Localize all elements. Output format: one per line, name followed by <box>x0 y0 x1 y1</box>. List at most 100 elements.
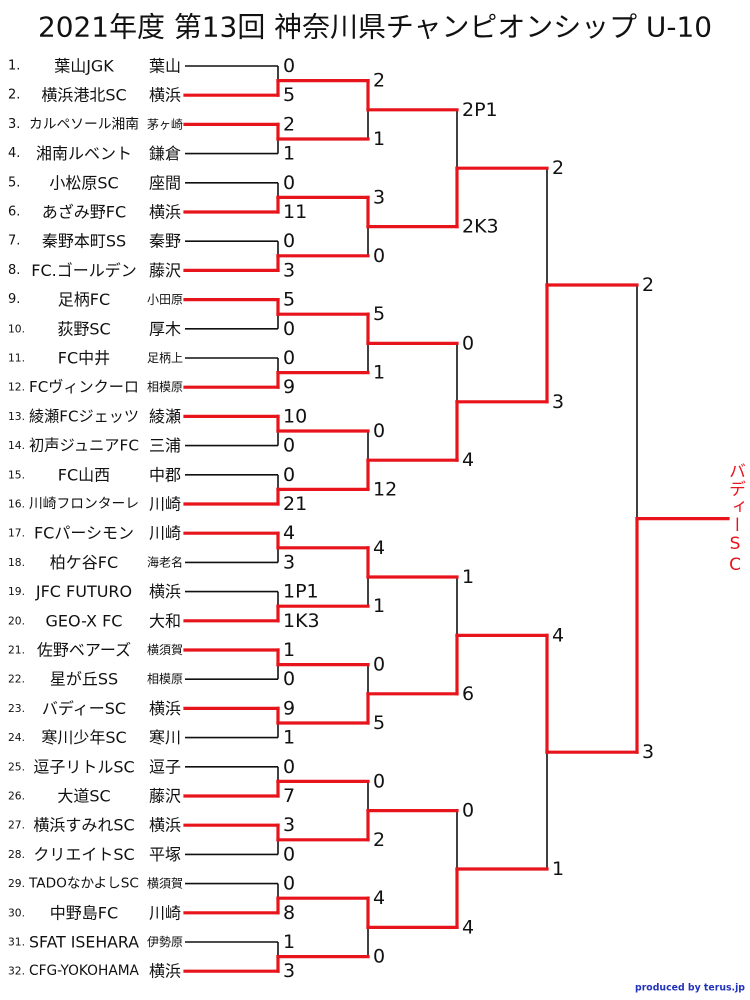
match-score: 0 <box>373 245 385 267</box>
match-score: 3 <box>373 186 385 208</box>
match-scores: 0521011035009100021431P11K31091073008132… <box>283 55 654 982</box>
team-number: 25. <box>8 760 25 773</box>
team-row: 8.FC.ゴールデン藤沢 <box>8 261 181 280</box>
match-score: 3 <box>283 960 295 982</box>
team-name: FCパーシモン <box>34 524 134 543</box>
team-number: 23. <box>8 702 25 715</box>
match-score: 5 <box>283 84 295 106</box>
match-score: 5 <box>373 303 385 325</box>
team-region: 横浜 <box>149 816 181 835</box>
match-score: 2 <box>642 274 654 296</box>
team-number: 1. <box>8 59 20 74</box>
team-region: 座間 <box>149 173 181 192</box>
team-region: 川崎 <box>149 495 181 514</box>
team-number: 19. <box>8 585 25 598</box>
team-number: 3. <box>8 117 20 132</box>
team-number: 22. <box>8 673 25 686</box>
team-region: 厚木 <box>149 319 181 338</box>
match-score: 0 <box>373 654 385 676</box>
team-row: 17.FCパーシモン川崎 <box>8 524 181 543</box>
match-score: 0 <box>373 770 385 792</box>
team-region: 秦野 <box>149 232 181 251</box>
team-row: 16.川崎フロンターレ川崎 <box>8 495 181 514</box>
team-name: バディーSC <box>42 699 126 718</box>
match-score: 0 <box>283 668 295 690</box>
team-name: CFG-YOKOHAMA <box>29 963 140 979</box>
team-number: 16. <box>8 498 25 511</box>
match-score: 4 <box>552 624 564 646</box>
match-score: 7 <box>283 785 295 807</box>
team-number: 18. <box>8 556 25 569</box>
team-number: 2. <box>8 88 20 103</box>
match-score: 9 <box>283 376 295 398</box>
team-region: 川崎 <box>149 903 181 922</box>
team-name: 荻野SC <box>57 319 110 338</box>
team-name: 綾瀬FCジェッツ <box>29 407 139 425</box>
team-region: 横須賀 <box>147 877 183 891</box>
team-number: 31. <box>8 936 25 949</box>
match-score: 8 <box>283 902 295 924</box>
team-number: 8. <box>8 263 20 278</box>
team-row: 21.佐野ベアーズ横須賀 <box>8 641 183 660</box>
team-region: 茅ヶ崎 <box>147 117 183 131</box>
match-score: 1 <box>373 128 385 150</box>
team-name: JFC FUTURO <box>35 582 132 601</box>
match-score: 3 <box>642 741 654 763</box>
team-name: FC.ゴールデン <box>31 261 136 280</box>
match-score: 3 <box>283 551 295 573</box>
team-number: 32. <box>8 965 25 978</box>
match-score: 0 <box>373 946 385 968</box>
team-name: SFAT ISEHARA <box>29 933 139 952</box>
match-score: 0 <box>283 55 295 77</box>
team-name: 足柄FC <box>58 290 110 309</box>
team-number: 7. <box>8 234 20 249</box>
team-name: 大道SC <box>57 787 110 806</box>
team-row: 31. SFAT ISEHARA 伊勢原 <box>8 933 183 952</box>
team-name: 中野島FC <box>50 903 118 922</box>
team-number: 9. <box>8 292 20 307</box>
team-name: 湘南ルベント <box>36 144 132 163</box>
match-score: 21 <box>283 493 307 515</box>
team-region: 葉山 <box>149 57 181 76</box>
team-region: 綾瀬 <box>149 407 181 426</box>
match-score: 1 <box>373 362 385 384</box>
team-number: 21. <box>8 644 25 657</box>
team-region: 三浦 <box>149 436 181 455</box>
team-name: FCヴィンクーロ <box>29 378 139 396</box>
team-row: 25. 逗子リトルSC 逗子 <box>8 757 181 776</box>
team-number: 30. <box>8 906 25 919</box>
team-region: 寒川 <box>149 728 181 747</box>
team-region: 横浜 <box>149 582 181 601</box>
match-score: 2K3 <box>462 216 499 238</box>
team-region: 相模原 <box>147 672 183 686</box>
team-number: 11. <box>8 352 25 365</box>
team-name: TADOなかよしSC <box>28 876 139 892</box>
match-score: 0 <box>283 230 295 252</box>
team-region: 横浜 <box>149 86 181 105</box>
team-name: クリエイトSC <box>33 845 134 864</box>
team-row: 11.FC中井足柄上 <box>8 349 183 368</box>
team-row: 19. JFC FUTURO 横浜 <box>8 582 181 601</box>
match-score: 2 <box>373 829 385 851</box>
team-region: 伊勢原 <box>147 934 183 949</box>
team-name: 逗子リトルSC <box>33 757 134 776</box>
match-score: 1 <box>462 566 474 588</box>
team-name: 初声ジュニアFC <box>29 437 139 455</box>
team-number: 4. <box>8 146 20 161</box>
match-score: 0 <box>373 420 385 442</box>
match-score: 1 <box>283 931 295 953</box>
team-region: 逗子 <box>149 757 181 776</box>
team-name: 葉山JGK <box>54 57 114 76</box>
match-score: 4 <box>462 449 474 471</box>
